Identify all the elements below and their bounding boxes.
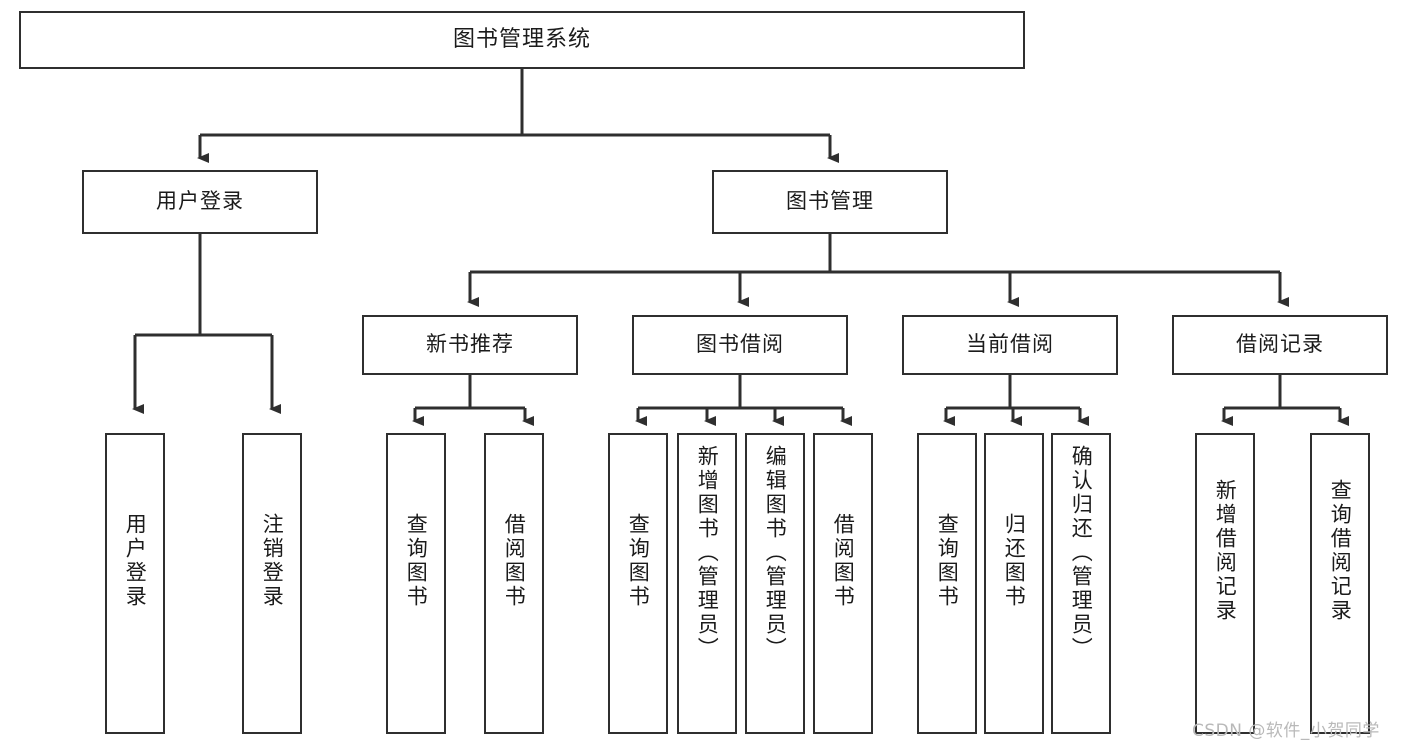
csdn-watermark: CSDN @软件_小贺同学 [1192, 721, 1380, 741]
node-leaf-borrow-book-2[interactable]: 借阅图书 [813, 433, 873, 734]
node-new-book-recommend-label: 新书推荐 [426, 332, 514, 357]
node-leaf-query-book-3-label: 查询图书 [935, 513, 960, 609]
node-leaf-query-record-label: 查询借阅记录 [1328, 479, 1353, 623]
node-leaf-add-book-label: 新增图书（管理员） [695, 445, 720, 661]
node-book-manage[interactable]: 图书管理 [712, 170, 948, 234]
node-borrow-record[interactable]: 借阅记录 [1172, 315, 1388, 375]
node-leaf-query-book-1[interactable]: 查询图书 [386, 433, 446, 734]
node-leaf-return-book-label: 归还图书 [1002, 513, 1027, 609]
node-new-book-recommend[interactable]: 新书推荐 [362, 315, 578, 375]
node-leaf-add-record[interactable]: 新增借阅记录 [1195, 433, 1255, 734]
node-user-login[interactable]: 用户登录 [82, 170, 318, 234]
node-leaf-query-record[interactable]: 查询借阅记录 [1310, 433, 1370, 734]
node-leaf-edit-book[interactable]: 编辑图书（管理员） [745, 433, 805, 734]
node-leaf-confirm-return[interactable]: 确认归还（管理员） [1051, 433, 1111, 734]
node-leaf-borrow-book-1-label: 借阅图书 [502, 513, 527, 609]
node-leaf-confirm-return-label: 确认归还（管理员） [1069, 445, 1094, 661]
node-leaf-query-book-2-label: 查询图书 [626, 513, 651, 609]
node-leaf-user-login[interactable]: 用户登录 [105, 433, 165, 734]
node-root-label: 图书管理系统 [452, 26, 591, 52]
node-borrow-record-label: 借阅记录 [1236, 332, 1324, 357]
node-leaf-logout-login[interactable]: 注销登录 [242, 433, 302, 734]
node-book-borrow-label: 图书借阅 [696, 332, 784, 357]
node-leaf-logout-login-label: 注销登录 [260, 513, 285, 609]
node-leaf-query-book-1-label: 查询图书 [404, 513, 429, 609]
node-leaf-return-book[interactable]: 归还图书 [984, 433, 1044, 734]
node-leaf-borrow-book-1[interactable]: 借阅图书 [484, 433, 544, 734]
node-leaf-edit-book-label: 编辑图书（管理员） [763, 445, 788, 661]
node-leaf-query-book-2[interactable]: 查询图书 [608, 433, 668, 734]
node-current-borrow[interactable]: 当前借阅 [902, 315, 1118, 375]
node-book-borrow[interactable]: 图书借阅 [632, 315, 848, 375]
node-user-login-label: 用户登录 [156, 189, 244, 214]
node-book-manage-label: 图书管理 [786, 189, 874, 214]
node-leaf-borrow-book-2-label: 借阅图书 [831, 513, 856, 609]
node-leaf-user-login-label: 用户登录 [123, 513, 148, 609]
node-leaf-query-book-3[interactable]: 查询图书 [917, 433, 977, 734]
node-leaf-add-record-label: 新增借阅记录 [1213, 479, 1238, 623]
node-current-borrow-label: 当前借阅 [966, 332, 1054, 357]
node-leaf-add-book[interactable]: 新增图书（管理员） [677, 433, 737, 734]
node-root[interactable]: 图书管理系统 [19, 11, 1025, 69]
